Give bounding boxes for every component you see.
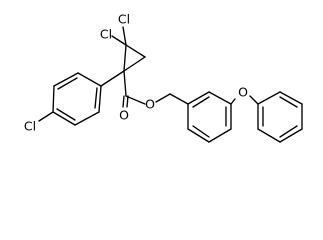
chlorophenyl-ring	[38, 70, 125, 126]
atom-label-cl: Cl	[100, 27, 112, 42]
atom-label-cl: Cl	[118, 12, 130, 27]
structure-canvas: Cl Cl Cl O O O	[24, 12, 303, 143]
atom-label-o: O	[238, 85, 248, 100]
phenoxy-benzyl-ring	[187, 91, 236, 143]
ester-group	[122, 70, 189, 108]
dichloro-bonds	[111, 26, 127, 46]
cyclopropane-ring	[123, 44, 146, 72]
atom-label-o: O	[119, 108, 129, 123]
atom-label-cl: Cl	[24, 119, 36, 134]
atom-label-o: O	[145, 97, 155, 112]
terminal-phenyl-ring	[249, 91, 303, 143]
chemical-structure-diagram: Cl Cl Cl O O O	[24, 12, 303, 143]
